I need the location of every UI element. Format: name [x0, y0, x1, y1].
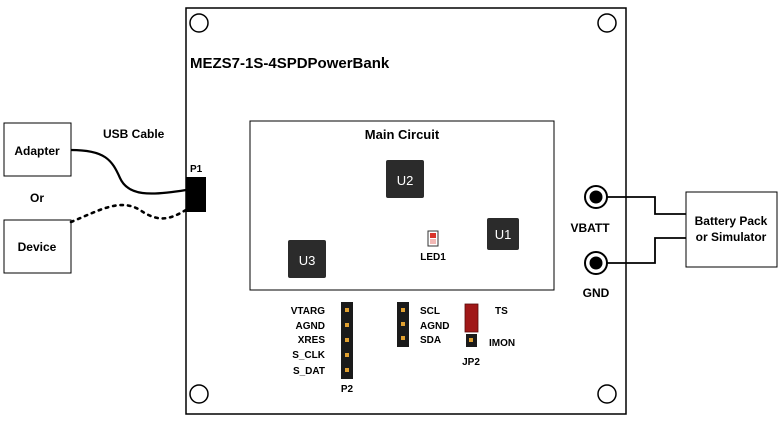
device-box: Device: [3, 219, 72, 274]
i2c-header: [397, 302, 409, 347]
usb-cable-label: USB Cable: [103, 127, 165, 141]
svg-text:Device: Device: [18, 240, 57, 254]
gnd-label: GND: [583, 286, 610, 300]
svg-text:Adapter: Adapter: [14, 144, 60, 158]
i2c-pin-agnd: AGND: [420, 321, 449, 332]
adapter-box: Adapter: [3, 122, 72, 177]
svg-text:Battery Pack: Battery Pack: [695, 214, 768, 228]
usb-cable-solid: [70, 148, 187, 195]
chip-u1: U1: [487, 218, 519, 250]
jp2-ts-label: TS: [495, 306, 508, 317]
p1-label: P1: [190, 164, 203, 175]
chip-u3: U3: [288, 240, 326, 278]
gnd-wire: [607, 237, 686, 264]
led1-label: LED1: [420, 252, 446, 263]
p2-pin-2: AGND: [296, 321, 325, 332]
mounting-hole-bottom-left: [189, 384, 209, 404]
chip-u2: U2: [386, 160, 424, 198]
board-title: MEZS7-1S-4SPDPowerBank: [190, 55, 390, 72]
p2-pin-4: S_CLK: [292, 350, 326, 361]
p1-connector: [186, 177, 206, 212]
gnd-terminal: [584, 251, 608, 275]
p2-label: P2: [341, 384, 354, 395]
p2-header: [341, 302, 353, 379]
jp2-jumper: [464, 303, 479, 347]
i2c-pin-sda: SDA: [420, 335, 441, 346]
battery-pack-box: Battery Pack or Simulator: [685, 191, 778, 268]
vbatt-wire: [607, 196, 686, 215]
led1: [427, 230, 439, 247]
svg-text:U3: U3: [299, 253, 316, 268]
vbatt-terminal: [584, 185, 608, 209]
mounting-hole-top-left: [189, 13, 209, 33]
svg-text:or Simulator: or Simulator: [696, 230, 767, 244]
or-label: Or: [30, 191, 44, 205]
usb-cable-dotted: [69, 203, 188, 224]
i2c-pin-scl: SCL: [420, 306, 440, 317]
p2-pin-3: XRES: [298, 335, 326, 346]
jp2-imon-label: IMON: [489, 338, 515, 349]
svg-text:U2: U2: [397, 173, 414, 188]
p2-pin-5: S_DAT: [293, 366, 325, 377]
main-circuit-title: Main Circuit: [365, 127, 440, 142]
mounting-hole-top-right: [597, 13, 617, 33]
jp2-label: JP2: [462, 357, 480, 368]
svg-text:U1: U1: [495, 227, 512, 242]
mounting-hole-bottom-right: [597, 384, 617, 404]
p2-pin-1: VTARG: [291, 306, 325, 317]
vbatt-label: VBATT: [570, 221, 610, 235]
